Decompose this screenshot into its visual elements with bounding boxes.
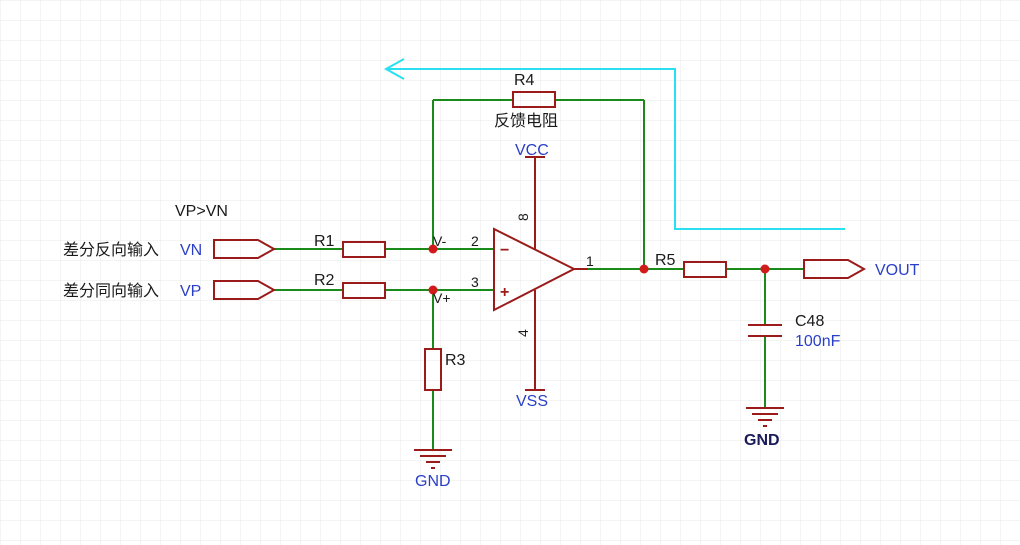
c48-value-label: 100nF (795, 333, 841, 350)
r4-desc-label: 反馈电阻 (494, 112, 558, 130)
vn-input-port[interactable] (213, 239, 277, 259)
vcc-label: VCC (515, 142, 549, 159)
node-v-minus-label: V- (433, 233, 447, 249)
resistor-r1[interactable] (342, 241, 386, 258)
pin-noninv-number: 3 (471, 274, 479, 290)
components (213, 91, 867, 469)
vout-output-port[interactable] (803, 259, 867, 279)
c48-ref-label: C48 (795, 313, 824, 330)
junction-output (639, 264, 649, 274)
r5-label: R5 (655, 252, 676, 269)
resistor-r5[interactable] (683, 261, 727, 278)
vp-net-label: VP (180, 283, 201, 300)
gnd-right-label: GND (744, 432, 780, 449)
junction-v-minus (428, 244, 438, 254)
r2-label: R2 (314, 272, 335, 289)
resistor-r3[interactable] (424, 348, 442, 391)
vout-net-label: VOUT (875, 262, 920, 279)
gnd-left-label: GND (415, 473, 451, 490)
r4-label: R4 (514, 72, 535, 89)
capacitor-c48[interactable] (748, 324, 782, 337)
r3-label: R3 (445, 352, 466, 369)
resistor-r4[interactable] (512, 91, 556, 108)
condition-note: VP>VN (175, 203, 228, 220)
wires (274, 99, 804, 450)
pin-vss-number: 4 (515, 329, 531, 337)
vp-input-port[interactable] (213, 280, 277, 300)
vn-net-label: VN (180, 242, 202, 259)
ground-right-symbol (746, 407, 784, 427)
opamp-minus-sign: − (500, 242, 509, 259)
r1-label: R1 (314, 233, 335, 250)
signal-flow-arrow (383, 58, 845, 230)
resistor-r2[interactable] (342, 282, 386, 299)
junctions (428, 244, 770, 295)
junction-v-plus (428, 285, 438, 295)
pin-vcc-number: 8 (515, 213, 531, 221)
ground-left-symbol (414, 449, 452, 469)
pin-inv-number: 2 (471, 233, 479, 249)
vss-label: VSS (516, 393, 548, 410)
vp-desc-label: 差分同向输入 (63, 282, 159, 300)
opamp-plus-sign: + (500, 284, 509, 301)
pin-out-number: 1 (586, 253, 594, 269)
vn-desc-label: 差分反向输入 (63, 241, 159, 259)
junction-cap (760, 264, 770, 274)
node-v-plus-label: V+ (433, 290, 451, 306)
